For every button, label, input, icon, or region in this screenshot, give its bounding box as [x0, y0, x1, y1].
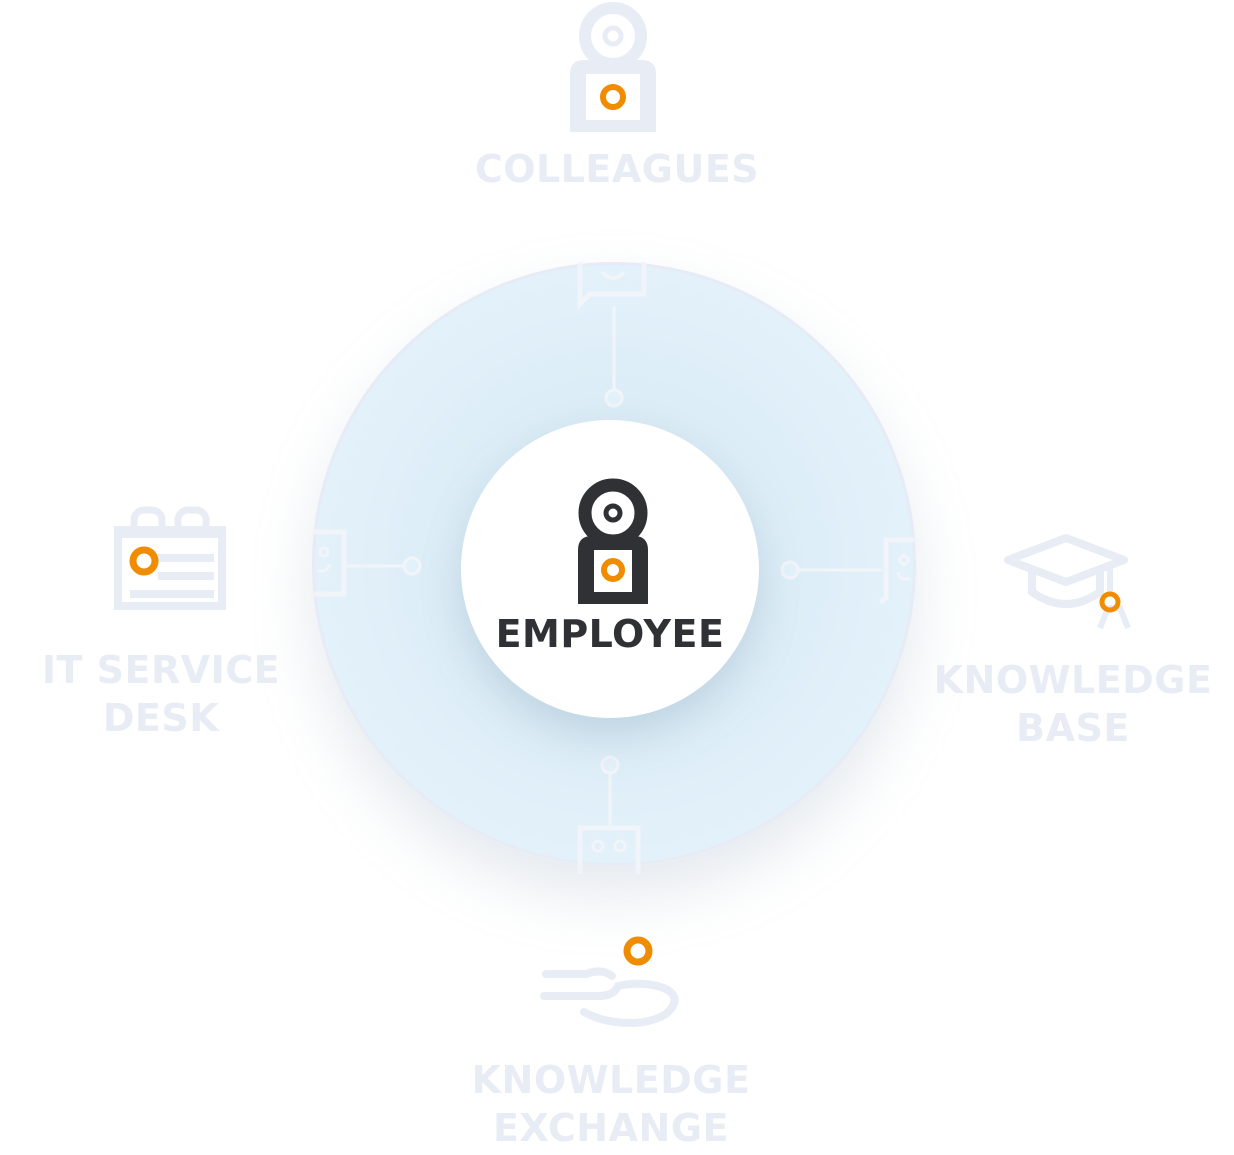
- knowledge-base-label: KNOWLEDGE BASE: [932, 656, 1214, 752]
- it-service-desk-label: IT SERVICE DESK: [30, 646, 292, 742]
- open-hand-icon: [540, 936, 679, 1027]
- colleagues-label: COLLEAGUES: [464, 145, 770, 193]
- colleague-person-icon: [570, 2, 656, 132]
- employee-icon: [578, 478, 648, 604]
- knowledge-exchange-label-line-2: EXCHANGE: [493, 1106, 729, 1150]
- knowledge-exchange-label: KNOWLEDGE EXCHANGE: [458, 1056, 764, 1152]
- device-smile-icon: [878, 537, 914, 605]
- robot-face-icon: [577, 825, 641, 874]
- knowledge-base-label-line-1: KNOWLEDGE: [933, 658, 1213, 702]
- it-service-desk-label-line-2: DESK: [102, 696, 220, 740]
- it-service-desk-label-line-1: IT SERVICE: [41, 648, 281, 692]
- colleagues-label-line-1: COLLEAGUES: [474, 147, 760, 191]
- center-label: EMPLOYEE: [495, 612, 725, 656]
- phone-smile-icon: [314, 529, 347, 597]
- graduation-cap-icon: [1004, 534, 1131, 630]
- knowledge-exchange-label-line-1: KNOWLEDGE: [471, 1058, 751, 1102]
- knowledge-base-label-line-2: BASE: [1016, 706, 1130, 750]
- calendar-card-icon: [114, 506, 226, 610]
- chat-smile-icon: [577, 262, 647, 311]
